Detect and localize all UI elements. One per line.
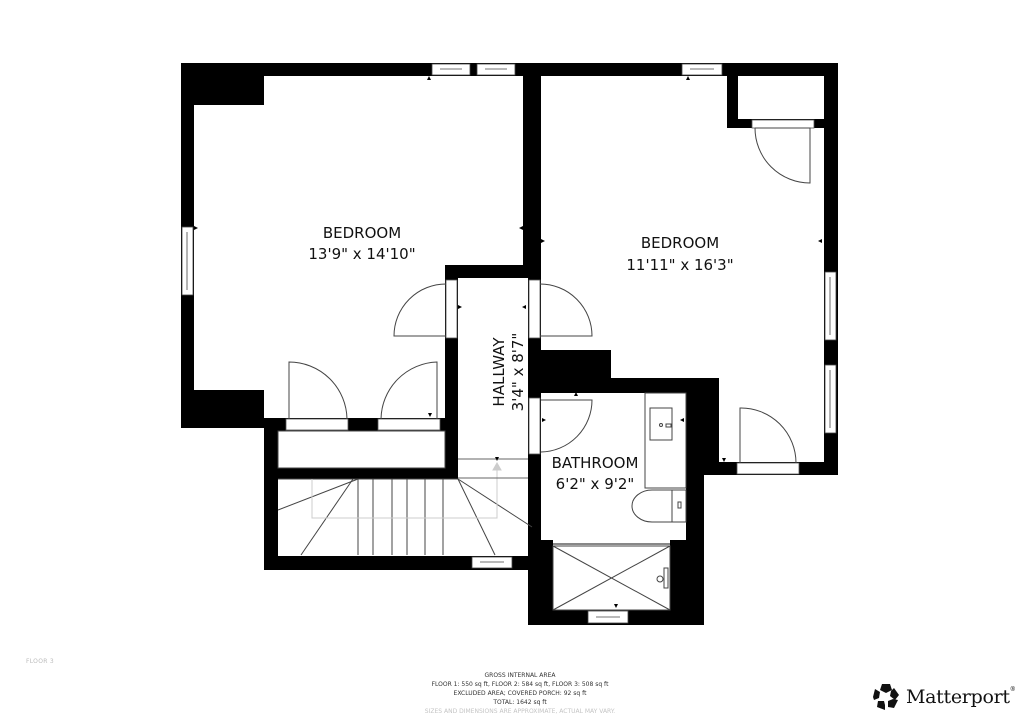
room-name-bedroom-2: BEDROOM — [641, 234, 719, 252]
area-floors: FLOOR 1: 550 sq ft, FLOOR 2: 584 sq ft, … — [431, 681, 609, 688]
room-name-bathroom: BATHROOM — [552, 454, 639, 472]
window — [824, 364, 837, 434]
door-swings — [288, 127, 811, 464]
brand-logo: Matterport® — [872, 683, 1016, 711]
door-openings — [285, 119, 815, 475]
room-name-hallway: HALLWAY — [490, 337, 508, 407]
room-labels: BEDROOM 13'9" x 14'10" BEDROOM 11'11" x … — [308, 224, 733, 493]
fixtures — [277, 392, 687, 611]
room-dims-bedroom-1: 13'9" x 14'10" — [308, 245, 415, 263]
area-total: TOTAL: 1642 sq ft — [493, 699, 547, 706]
window — [181, 226, 194, 296]
room-dims-bathroom: 6'2" x 9'2" — [556, 475, 635, 493]
walls — [181, 63, 838, 625]
area-excluded: EXCLUDED AREA; COVERED PORCH: 92 sq ft — [453, 690, 587, 697]
markers — [194, 76, 822, 608]
window — [471, 556, 513, 569]
area-title: GROSS INTERNAL AREA — [484, 672, 556, 679]
room-name-bedroom-1: BEDROOM — [323, 224, 401, 242]
room-dims-hallway: 3'4" x 8'7" — [509, 333, 527, 412]
area-disclaimer: SIZES AND DIMENSIONS ARE APPROXIMATE, AC… — [424, 708, 616, 715]
window — [476, 63, 516, 76]
floor-label: FLOOR 3 — [26, 658, 55, 665]
window — [681, 63, 723, 76]
brand-name: Matterport® — [906, 686, 1016, 708]
window — [431, 63, 471, 76]
room-dims-bedroom-2: 11'11" x 16'3" — [626, 256, 733, 274]
windows — [181, 63, 837, 624]
area-summary: GROSS INTERNAL AREA FLOOR 1: 550 sq ft, … — [380, 671, 660, 716]
matterport-logo-icon — [873, 684, 899, 710]
window — [824, 271, 837, 341]
